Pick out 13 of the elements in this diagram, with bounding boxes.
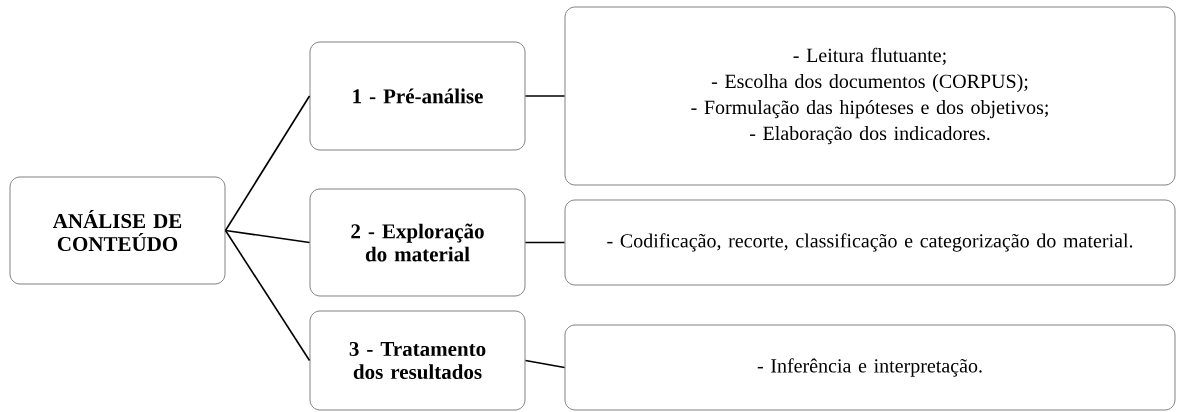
phase-box: 3 - Tratamento dos resultados [309, 310, 526, 411]
topic-box: ANÁLISE DE CONTEÚDO [9, 176, 226, 285]
connector-line [524, 95, 566, 97]
description-box: - Codificação, recorte, classificação e categorização do material. [564, 199, 1176, 286]
connector-line [524, 359, 566, 369]
connector-line [224, 95, 311, 232]
connector-line [224, 229, 311, 244]
connector-line [524, 241, 566, 244]
phase-box: 2 - Exploração do material [309, 188, 526, 297]
description-box: - Inferência e interpretação. [564, 324, 1176, 411]
description-box: - Leitura flutuante; - Escolha dos documentos (CORPUS); - Formulação das hipóteses e dos objetivos; - Elaboração dos indicadores. [564, 6, 1176, 186]
phase-box: 1 - Pré-análise [309, 41, 526, 151]
connector-line [224, 229, 311, 362]
